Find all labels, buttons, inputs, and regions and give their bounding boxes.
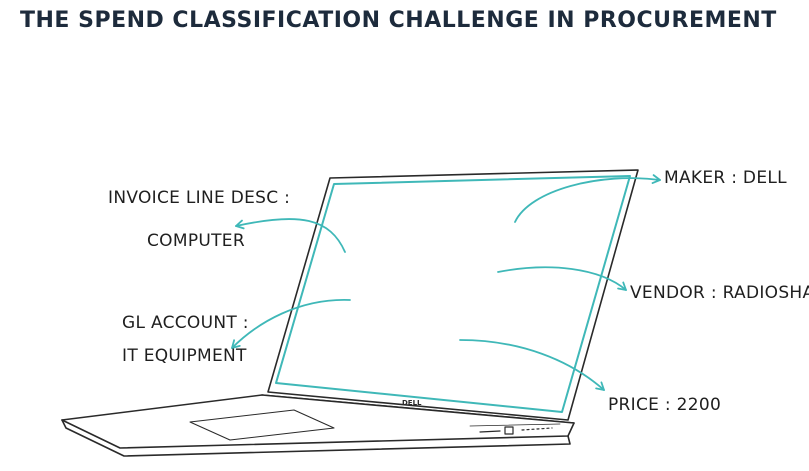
page-title: THE SPEND CLASSIFICATION CHALLENGE IN PR… xyxy=(20,8,777,33)
maker-label: MAKER : DELL xyxy=(664,168,787,188)
laptop-icon xyxy=(61,169,639,457)
arrow-icon xyxy=(459,339,605,391)
arrow-icon xyxy=(235,218,346,253)
arrow-icon xyxy=(514,174,661,223)
invoice-line-desc-label: INVOICE LINE DESC : xyxy=(108,188,291,208)
price-label: PRICE : 2200 xyxy=(608,395,722,415)
gl-account-label: GL ACCOUNT : xyxy=(122,313,249,333)
invoice-line-desc-value: COMPUTER xyxy=(147,231,245,251)
vendor-label: VENDOR : RADIOSHACK xyxy=(630,283,809,303)
arrow-icon xyxy=(497,266,627,291)
gl-account-value: IT EQUIPMENT xyxy=(122,346,247,366)
laptop-logo: DELL xyxy=(402,399,422,407)
arrow-icon xyxy=(231,299,351,349)
